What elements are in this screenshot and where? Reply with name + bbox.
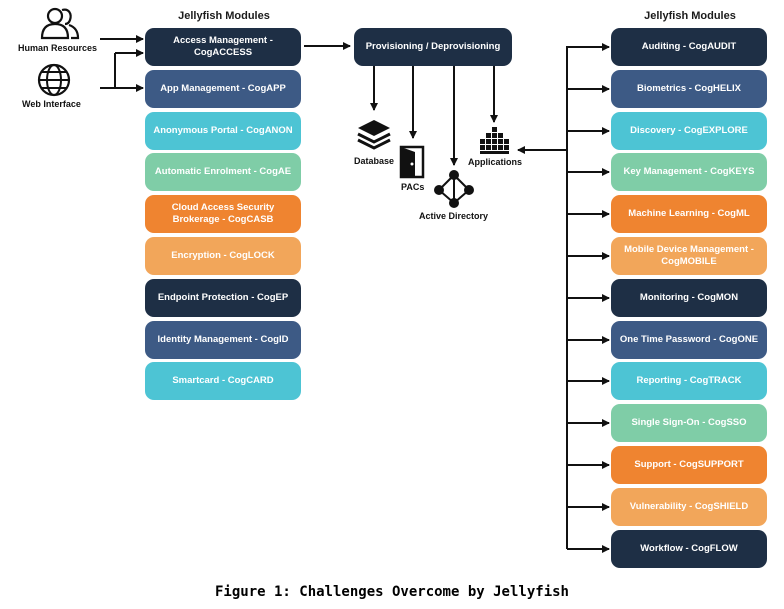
active-directory-label: Active Directory bbox=[419, 211, 489, 221]
right-modules-heading: Jellyfish Modules bbox=[644, 10, 736, 22]
provisioning-label: Provisioning / Deprovisioning bbox=[365, 41, 501, 52]
module-box-access-management: Access Management - CogACCESS bbox=[145, 28, 301, 66]
module-label: Smartcard - CogCARD bbox=[172, 375, 274, 386]
network-tree-icon bbox=[434, 170, 474, 208]
module-box-reporting: Reporting - CogTRACK bbox=[611, 362, 767, 400]
module-label: Vulnerability - CogSHIELD bbox=[629, 501, 749, 512]
door-icon bbox=[399, 145, 425, 179]
module-label: Encryption - CogLOCK bbox=[171, 250, 275, 261]
module-box-single-sign-on: Single Sign-On - CogSSO bbox=[611, 404, 767, 442]
module-label: One Time Password - CogONE bbox=[619, 334, 759, 345]
database-label: Database bbox=[354, 156, 395, 166]
people-icon bbox=[40, 7, 80, 40]
module-label: Support - CogSUPPORT bbox=[634, 459, 744, 470]
module-box-automatic-enrolment: Automatic Enrolment - CogAE bbox=[145, 153, 301, 191]
module-label: Single Sign-On - CogSSO bbox=[631, 417, 747, 428]
module-box-monitoring: Monitoring - CogMON bbox=[611, 279, 767, 317]
module-box-vulnerability: Vulnerability - CogSHIELD bbox=[611, 488, 767, 526]
globe-icon bbox=[37, 63, 71, 97]
module-box-cloud-access-security-brokerage: Cloud Access Security Brokerage - CogCAS… bbox=[145, 195, 301, 233]
module-label: Access Management - CogACCESS bbox=[173, 35, 273, 58]
module-label: Identity Management - CogID bbox=[157, 334, 289, 345]
module-label: Reporting - CogTRACK bbox=[636, 375, 742, 386]
module-label: Machine Learning - CogML bbox=[628, 208, 750, 219]
human-resources-label: Human Resources bbox=[18, 43, 98, 53]
pacs-label: PACs bbox=[401, 182, 425, 192]
module-label: Monitoring - CogMON bbox=[639, 292, 739, 303]
module-label: Workflow - CogFLOW bbox=[640, 543, 738, 554]
module-box-machine-learning: Machine Learning - CogML bbox=[611, 195, 767, 233]
module-label: Endpoint Protection - CogEP bbox=[157, 292, 289, 303]
left-modules-heading: Jellyfish Modules bbox=[178, 10, 270, 22]
module-box-auditing: Auditing - CogAUDIT bbox=[611, 28, 767, 66]
module-box-identity-management: Identity Management - CogID bbox=[145, 321, 301, 359]
module-box-workflow: Workflow - CogFLOW bbox=[611, 530, 767, 568]
module-label: Cloud Access Security Brokerage - CogCAS… bbox=[171, 202, 275, 225]
module-box-one-time-password: One Time Password - CogONE bbox=[611, 321, 767, 359]
module-box-endpoint-protection: Endpoint Protection - CogEP bbox=[145, 279, 301, 317]
module-box-discovery: Discovery - CogEXPLORE bbox=[611, 112, 767, 150]
module-label: Auditing - CogAUDIT bbox=[641, 41, 737, 52]
provisioning-box: Provisioning / Deprovisioning bbox=[354, 28, 512, 66]
module-label: Anonymous Portal - CogANON bbox=[153, 125, 293, 136]
module-box-support: Support - CogSUPPORT bbox=[611, 446, 767, 484]
database-icon bbox=[357, 120, 391, 150]
module-box-encryption: Encryption - CogLOCK bbox=[145, 237, 301, 275]
module-box-smartcard: Smartcard - CogCARD bbox=[145, 362, 301, 400]
module-label: Biometrics - CogHELIX bbox=[637, 83, 741, 94]
module-label: Discovery - CogEXPLORE bbox=[630, 125, 748, 136]
module-label: Mobile Device Management - CogMOBILE bbox=[624, 244, 754, 267]
module-box-app-management: App Management - CogAPP bbox=[145, 70, 301, 108]
figure-caption: Figure 1: Challenges Overcome by Jellyfi… bbox=[214, 584, 569, 600]
web-interface-label: Web Interface bbox=[22, 99, 81, 109]
module-box-biometrics: Biometrics - CogHELIX bbox=[611, 70, 767, 108]
module-label: Key Management - CogKEYS bbox=[623, 166, 755, 177]
applications-grid-icon bbox=[480, 127, 509, 154]
module-label: Automatic Enrolment - CogAE bbox=[154, 166, 292, 177]
applications-label: Applications bbox=[468, 157, 523, 167]
module-label: App Management - CogAPP bbox=[160, 83, 286, 94]
module-box-anonymous-portal: Anonymous Portal - CogANON bbox=[145, 112, 301, 150]
module-box-key-management: Key Management - CogKEYS bbox=[611, 153, 767, 191]
module-box-mobile-device-management: Mobile Device Management - CogMOBILE bbox=[611, 237, 767, 275]
